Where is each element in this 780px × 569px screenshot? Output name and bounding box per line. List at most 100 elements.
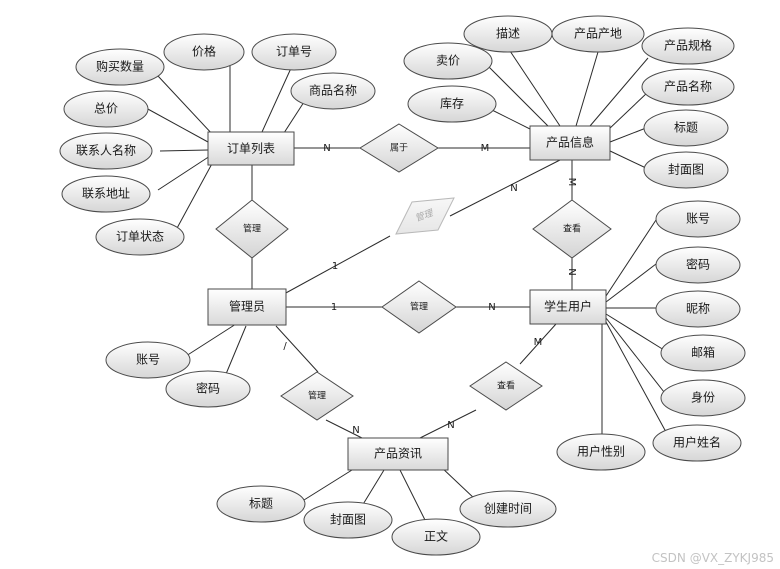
attr-order-status: 订单状态 xyxy=(95,218,185,256)
edge-prod-desc xyxy=(507,47,561,127)
edge-stu-mail xyxy=(605,313,665,351)
svg-text:产品产地: 产品产地 xyxy=(574,27,622,41)
edge-admin-acct xyxy=(185,323,237,357)
entity-student-user-label: 学生用户 xyxy=(544,299,592,314)
svg-text:创建时间: 创建时间 xyxy=(484,502,532,516)
edge-prod-spec xyxy=(589,57,649,127)
edge-news-created xyxy=(439,465,477,501)
attr-news-body: 正文 xyxy=(391,518,481,556)
svg-text:标题: 标题 xyxy=(674,121,698,135)
cardinality-labels: N M 1 N M N 1 N / N M N xyxy=(283,143,577,436)
card-student-view: N xyxy=(566,268,577,275)
relationship-belongs-label: 属于 xyxy=(390,143,408,154)
relationship-view-news: 查看 xyxy=(469,361,543,411)
attr-prod-desc: 描述 xyxy=(463,15,553,53)
relationship-view-news-label: 查看 xyxy=(497,380,515,392)
attr-stu-nick: 昵称 xyxy=(655,290,741,328)
edge-order-name xyxy=(281,101,305,137)
relationship-manage-student-label: 管理 xyxy=(410,301,428,313)
edge-order-contact xyxy=(159,149,209,152)
svg-text:订单号: 订单号 xyxy=(276,45,312,59)
attr-news-created: 创建时间 xyxy=(459,490,557,528)
watermark: CSDN @VX_ZYKJ985 xyxy=(651,551,774,565)
svg-text:标题: 标题 xyxy=(249,497,273,511)
card-product-view: M xyxy=(566,178,577,187)
attr-news-title: 标题 xyxy=(216,485,306,523)
card-student-mid: N xyxy=(488,302,495,313)
attr-order-addr: 联系地址 xyxy=(61,175,151,213)
card-product-belongs: M xyxy=(481,143,490,154)
card-news-view: N xyxy=(447,420,454,431)
relationship-belongs: 属于 xyxy=(359,123,439,173)
attr-admin-acct: 账号 xyxy=(105,341,191,379)
attr-stu-realname: 用户姓名 xyxy=(652,424,742,462)
relationship-view-product: 查看 xyxy=(532,199,612,259)
edge-admin-bottom xyxy=(275,325,319,373)
card-ghost-product: N xyxy=(510,183,517,194)
edge-bottom-news xyxy=(325,419,363,439)
svg-text:封面图: 封面图 xyxy=(668,163,704,177)
svg-text:订单状态: 订单状态 xyxy=(116,230,164,244)
svg-text:产品规格: 产品规格 xyxy=(664,38,712,53)
svg-text:用户姓名: 用户姓名 xyxy=(673,435,721,450)
edge-stu-acct xyxy=(605,219,657,297)
edge-order-qty xyxy=(157,75,215,137)
relationship-manage-student: 管理 xyxy=(381,280,457,334)
svg-text:账号: 账号 xyxy=(686,212,710,226)
entity-product-news-label: 产品资讯 xyxy=(374,447,422,461)
edge-order-no xyxy=(261,65,293,133)
edge-bview-news xyxy=(419,409,477,439)
svg-text:联系地址: 联系地址 xyxy=(82,187,130,201)
card-admin-mid: 1 xyxy=(331,302,337,313)
card-order-belongs: N xyxy=(323,143,330,154)
attr-order-total: 总价 xyxy=(63,90,149,128)
edge-prod-sell xyxy=(487,65,549,127)
attr-stu-pwd: 密码 xyxy=(655,246,741,284)
entity-order-list: 订单列表 xyxy=(207,131,295,166)
edge-order-addr xyxy=(157,155,211,191)
attr-prod-sell: 卖价 xyxy=(403,42,493,80)
attr-prod-name: 产品名称 xyxy=(641,68,735,106)
entity-product-info: 产品信息 xyxy=(529,125,611,161)
card-student-bottom: M xyxy=(534,337,543,348)
relationship-view-product-label: 查看 xyxy=(563,223,581,235)
svg-text:价格: 价格 xyxy=(192,44,216,59)
svg-text:密码: 密码 xyxy=(196,381,220,396)
attr-stu-gender: 用户性别 xyxy=(556,433,646,471)
svg-text:昵称: 昵称 xyxy=(686,302,710,316)
edge-prod-name xyxy=(607,91,649,131)
attr-order-qty: 购买数量 xyxy=(75,48,165,86)
attr-prod-origin: 产品产地 xyxy=(551,15,645,53)
svg-text:正文: 正文 xyxy=(424,529,448,544)
edge-prod-cover xyxy=(607,149,647,169)
attr-admin-pwd: 密码 xyxy=(165,370,251,408)
svg-text:商品名称: 商品名称 xyxy=(309,83,357,98)
attr-prod-stock: 库存 xyxy=(407,85,497,123)
edge-prod-title xyxy=(609,127,647,143)
attr-stu-mail: 邮箱 xyxy=(660,334,746,372)
card-ghost-admin: 1 xyxy=(332,261,338,272)
edge-stu-id xyxy=(605,317,665,393)
relationship-manage-order: 管理 xyxy=(215,199,289,259)
edge-news-title xyxy=(303,469,353,501)
relationship-manage-news: 管理 xyxy=(280,371,354,421)
svg-text:总价: 总价 xyxy=(94,102,118,116)
svg-text:购买数量: 购买数量 xyxy=(96,59,144,74)
svg-text:封面图: 封面图 xyxy=(330,513,366,527)
edge-ghost-product xyxy=(449,159,561,217)
svg-text:用户性别: 用户性别 xyxy=(577,444,625,459)
svg-text:产品名称: 产品名称 xyxy=(664,79,712,94)
attr-order-name: 商品名称 xyxy=(290,72,376,110)
edge-admin-ghost xyxy=(283,235,391,295)
entity-product-info-label: 产品信息 xyxy=(546,135,594,150)
edge-prod-origin xyxy=(575,51,599,127)
edge-order-status xyxy=(175,159,215,231)
attr-prod-title: 标题 xyxy=(643,109,729,147)
attr-news-cover: 封面图 xyxy=(303,501,393,539)
edge-news-body xyxy=(399,469,427,523)
card-news-manage: N xyxy=(352,425,359,436)
svg-text:描述: 描述 xyxy=(496,27,520,41)
card-admin-bottom: / xyxy=(283,341,287,352)
attr-prod-spec: 产品规格 xyxy=(641,27,735,65)
